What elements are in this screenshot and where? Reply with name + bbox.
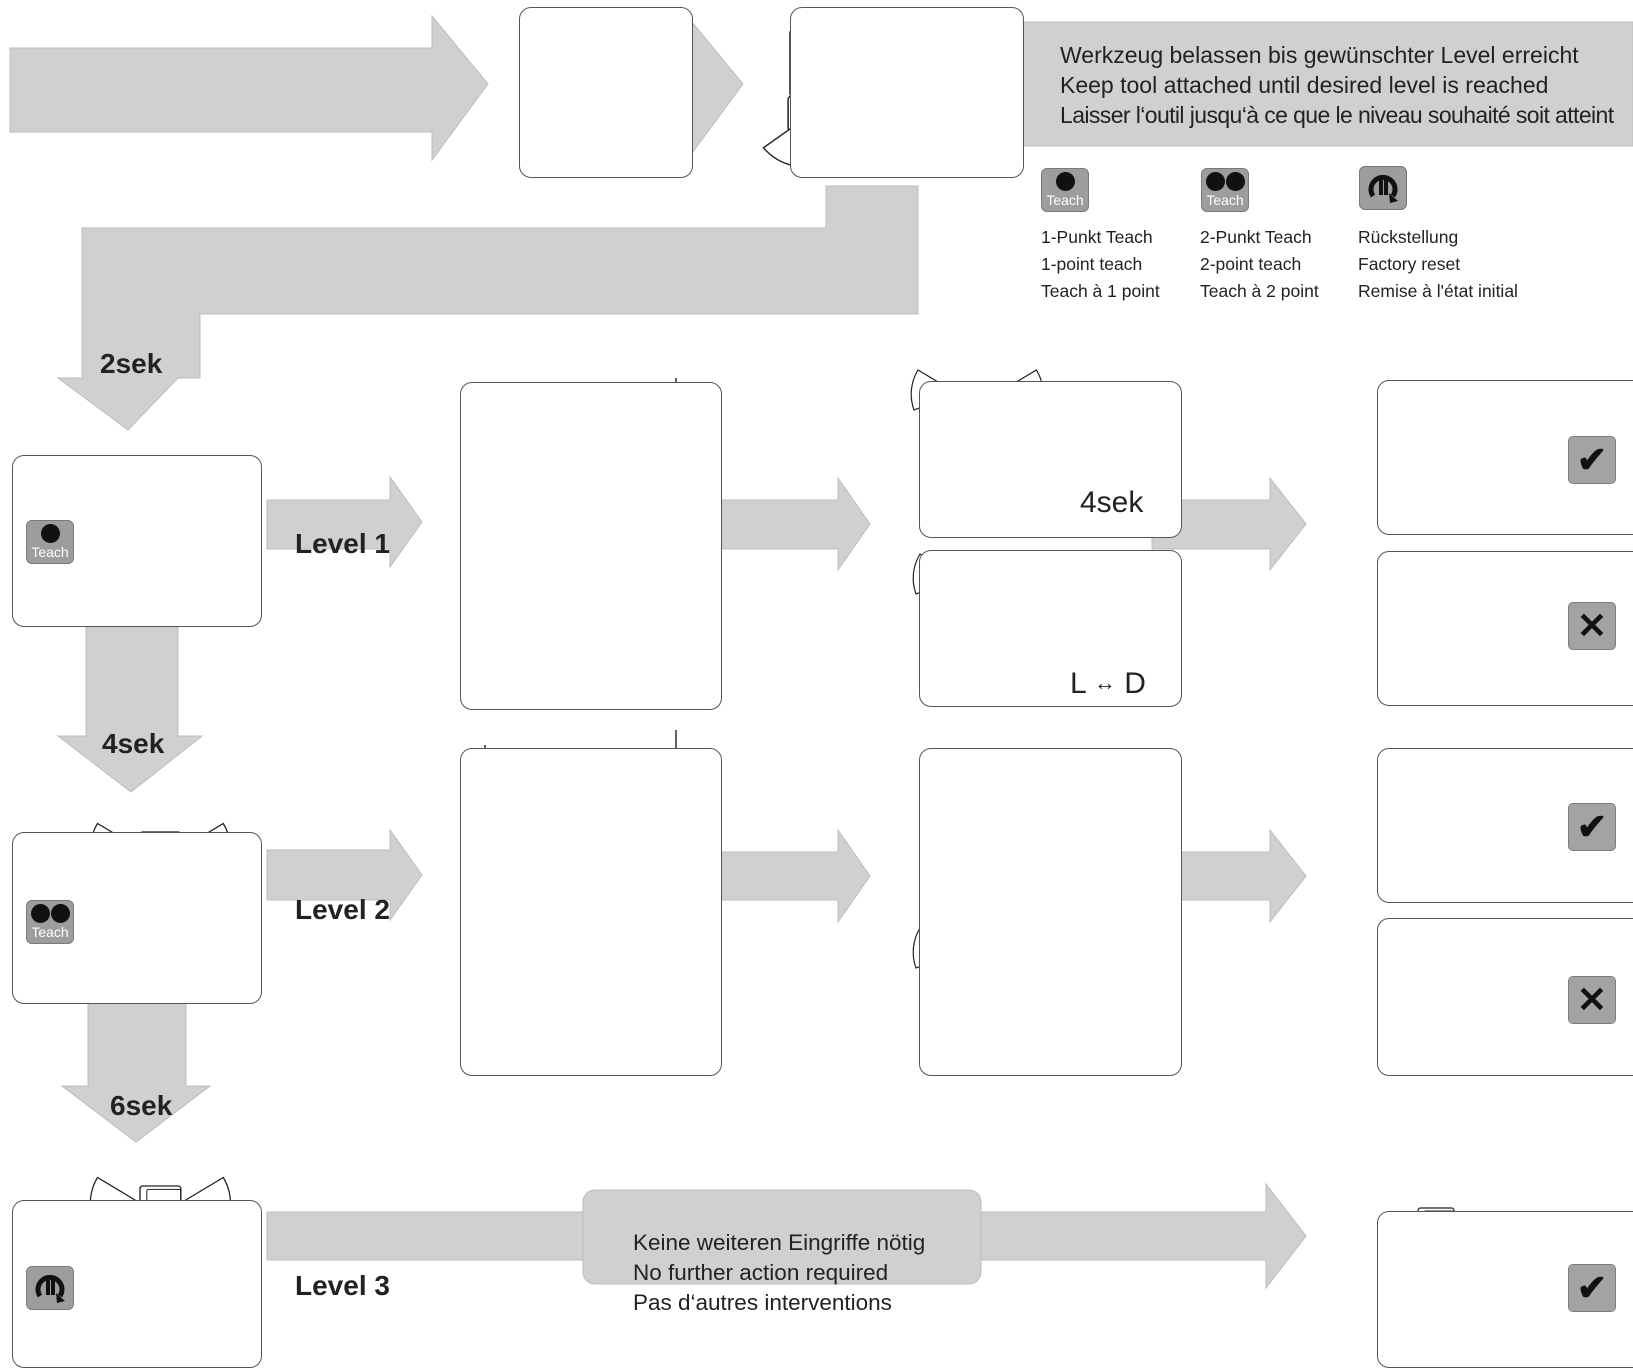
level3-note-en: No further action required (633, 1260, 889, 1285)
teach-2point-button: Teach (1201, 168, 1249, 212)
level2-teach-box (460, 748, 722, 1076)
level3-note-de: Keine weiteren Eingriffe nötig (633, 1230, 926, 1255)
teach-button-label: Teach (31, 924, 69, 940)
level1-hold-box (919, 381, 1182, 538)
legend-1point-en: 1-point teach (1041, 254, 1143, 274)
cross-icon: ✕ (1568, 976, 1616, 1024)
cross-glyph: ✕ (1576, 605, 1608, 646)
level1-teach-box (460, 382, 722, 710)
arrow-chevron (686, 14, 744, 162)
teach-1point-button: Teach (26, 520, 74, 564)
factory-reset-icon (26, 1266, 74, 1310)
level3-label: Level 3 (295, 1270, 390, 1301)
hold-time-label: 4sek (1080, 486, 1144, 519)
arrow-start (9, 14, 489, 162)
level2-label: Level 2 (295, 894, 390, 925)
duration-2sek: 2sek (100, 348, 163, 379)
teach-button-label: Teach (1206, 192, 1244, 208)
arrow-4sek (56, 613, 204, 793)
tool-note-de: Werkzeug belassen bis gewünschter Level … (1060, 42, 1579, 68)
tool-note-en: Keep tool attached until desired level i… (1060, 72, 1549, 98)
step-box-sensor (519, 7, 693, 178)
arrow-row1-b (1151, 476, 1307, 572)
arrow-row1-a (711, 476, 871, 572)
double-arrow-icon: ↔ (1093, 670, 1116, 695)
teach-dots-icon (27, 904, 73, 923)
arrow-row2-a (711, 828, 871, 924)
level3-note-box (582, 1189, 982, 1285)
teach-dots-icon (1202, 172, 1248, 191)
legend-reset-en: Factory reset (1358, 254, 1461, 274)
legend-2point-fr: Teach à 2 point (1200, 281, 1319, 301)
level2-result-box (919, 748, 1182, 1076)
duration-4sek: 4sek (102, 728, 165, 759)
teach-button-label: Teach (1046, 192, 1084, 208)
legend-1point-de: 1-Punkt Teach (1041, 227, 1153, 247)
cross-icon: ✕ (1568, 602, 1616, 650)
step-box-sensor-tool (790, 7, 1024, 178)
arrow-elbow (56, 185, 919, 431)
legend-reset-de: Rückstellung (1358, 227, 1459, 247)
tool-note-fr: Laisser l‘outil jusqu‘à ce que le niveau… (1060, 102, 1614, 128)
legend-1point-fr: Teach à 1 point (1041, 281, 1160, 301)
checkmark-icon: ✔ (1568, 436, 1616, 484)
checkmark-icon: ✔ (1568, 1264, 1616, 1312)
checkmark-icon: ✔ (1568, 803, 1616, 851)
teach-button-label: Teach (31, 544, 69, 560)
level3-note: Keine weiteren Eingriffe nötig No furthe… (633, 1228, 925, 1318)
cross-glyph: ✕ (1576, 979, 1608, 1020)
duration-6sek: 6sek (110, 1090, 173, 1121)
legend-2point-en: 2-point teach (1200, 254, 1302, 274)
legend-reset: Rückstellung Factory reset Remise à l'ét… (1358, 224, 1518, 305)
light-label: L (1070, 667, 1086, 700)
light-dark-switch: L ↔ D (1070, 667, 1146, 701)
factory-reset-icon (1359, 166, 1407, 210)
legend-2point: 2-Punkt Teach 2-point teach Teach à 2 po… (1200, 224, 1319, 305)
teach-dot-icon (1042, 172, 1088, 191)
teach-dot-icon (27, 524, 73, 543)
legend-1point: 1-Punkt Teach 1-point teach Teach à 1 po… (1041, 224, 1160, 305)
level1-label: Level 1 (295, 528, 390, 559)
teach-2point-button: Teach (26, 900, 74, 944)
checkmark-glyph: ✔ (1576, 439, 1608, 480)
arrow-level2 (266, 828, 423, 922)
dark-label: D (1124, 667, 1146, 700)
legend-2point-de: 2-Punkt Teach (1200, 227, 1312, 247)
level3-note-fr: Pas d‘autres interventions (633, 1290, 892, 1315)
checkmark-glyph: ✔ (1576, 806, 1608, 847)
level1-switch-box (919, 550, 1182, 707)
checkmark-glyph: ✔ (1576, 1267, 1608, 1308)
teach-1point-button: Teach (1041, 168, 1089, 212)
legend-reset-fr: Remise à l'état initial (1358, 281, 1518, 301)
arrow-level1 (266, 475, 423, 569)
